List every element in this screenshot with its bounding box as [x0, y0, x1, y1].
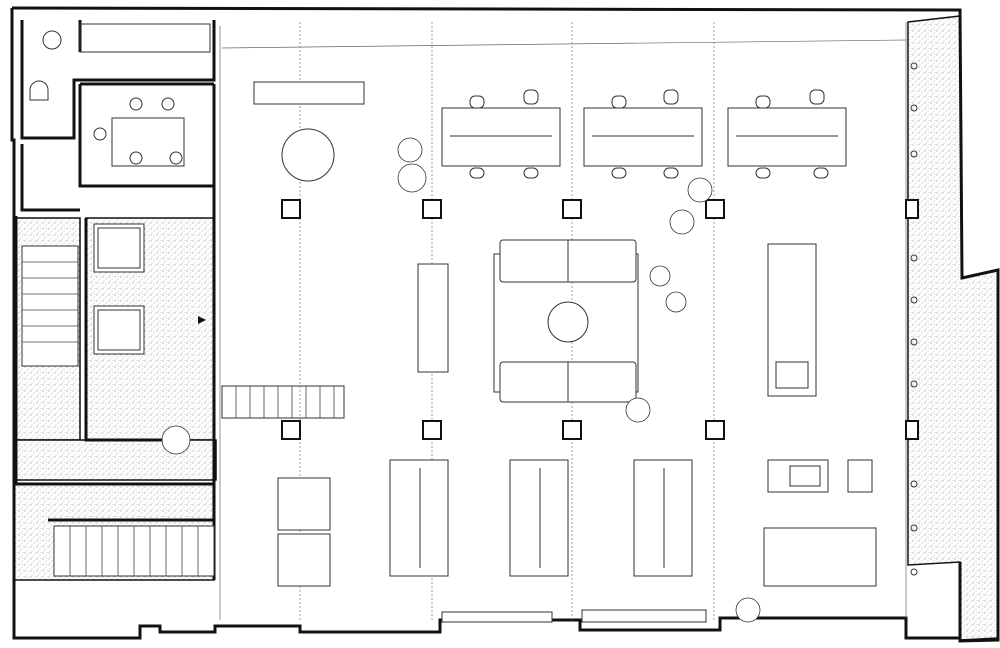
- workstations-bottom: [277, 459, 877, 623]
- potted-plant-icon: [665, 291, 687, 313]
- elevator-1: [93, 223, 145, 273]
- columns: [281, 199, 919, 440]
- potted-plant-icon: [669, 209, 695, 235]
- workstations-top: [253, 81, 847, 182]
- toilet-icon: [29, 80, 49, 101]
- stair-lower-left: [53, 525, 215, 577]
- stair-center: [221, 385, 345, 419]
- door-marker-triangle-icon: [198, 316, 206, 324]
- top-left-rooms: [20, 20, 216, 212]
- potted-plant-icon: [687, 177, 713, 203]
- round-table: [281, 128, 335, 182]
- stair-upper-left: [21, 245, 79, 367]
- sink-icon: [42, 30, 62, 50]
- facade-mullions: [910, 62, 918, 576]
- coffee-table: [547, 301, 589, 343]
- plants: [161, 137, 761, 623]
- meeting-table-large: [763, 527, 877, 587]
- potted-plant-icon: [397, 163, 427, 193]
- right-facade-zone: [907, 15, 999, 641]
- outer-walls: [10, 6, 1000, 643]
- circulation-core: [14, 84, 345, 580]
- lounge-area: [417, 239, 817, 403]
- meeting-table-small: [111, 117, 185, 167]
- elevator-2: [93, 305, 145, 355]
- potted-plant-icon: [735, 597, 761, 623]
- stippled-zones: [13, 15, 999, 641]
- potted-plant-icon: [625, 397, 651, 423]
- tree-icon: [161, 425, 191, 455]
- potted-plant-icon: [397, 137, 423, 163]
- structural-grid: [219, 22, 907, 620]
- potted-plant-icon: [649, 265, 671, 287]
- high-table: [767, 243, 817, 397]
